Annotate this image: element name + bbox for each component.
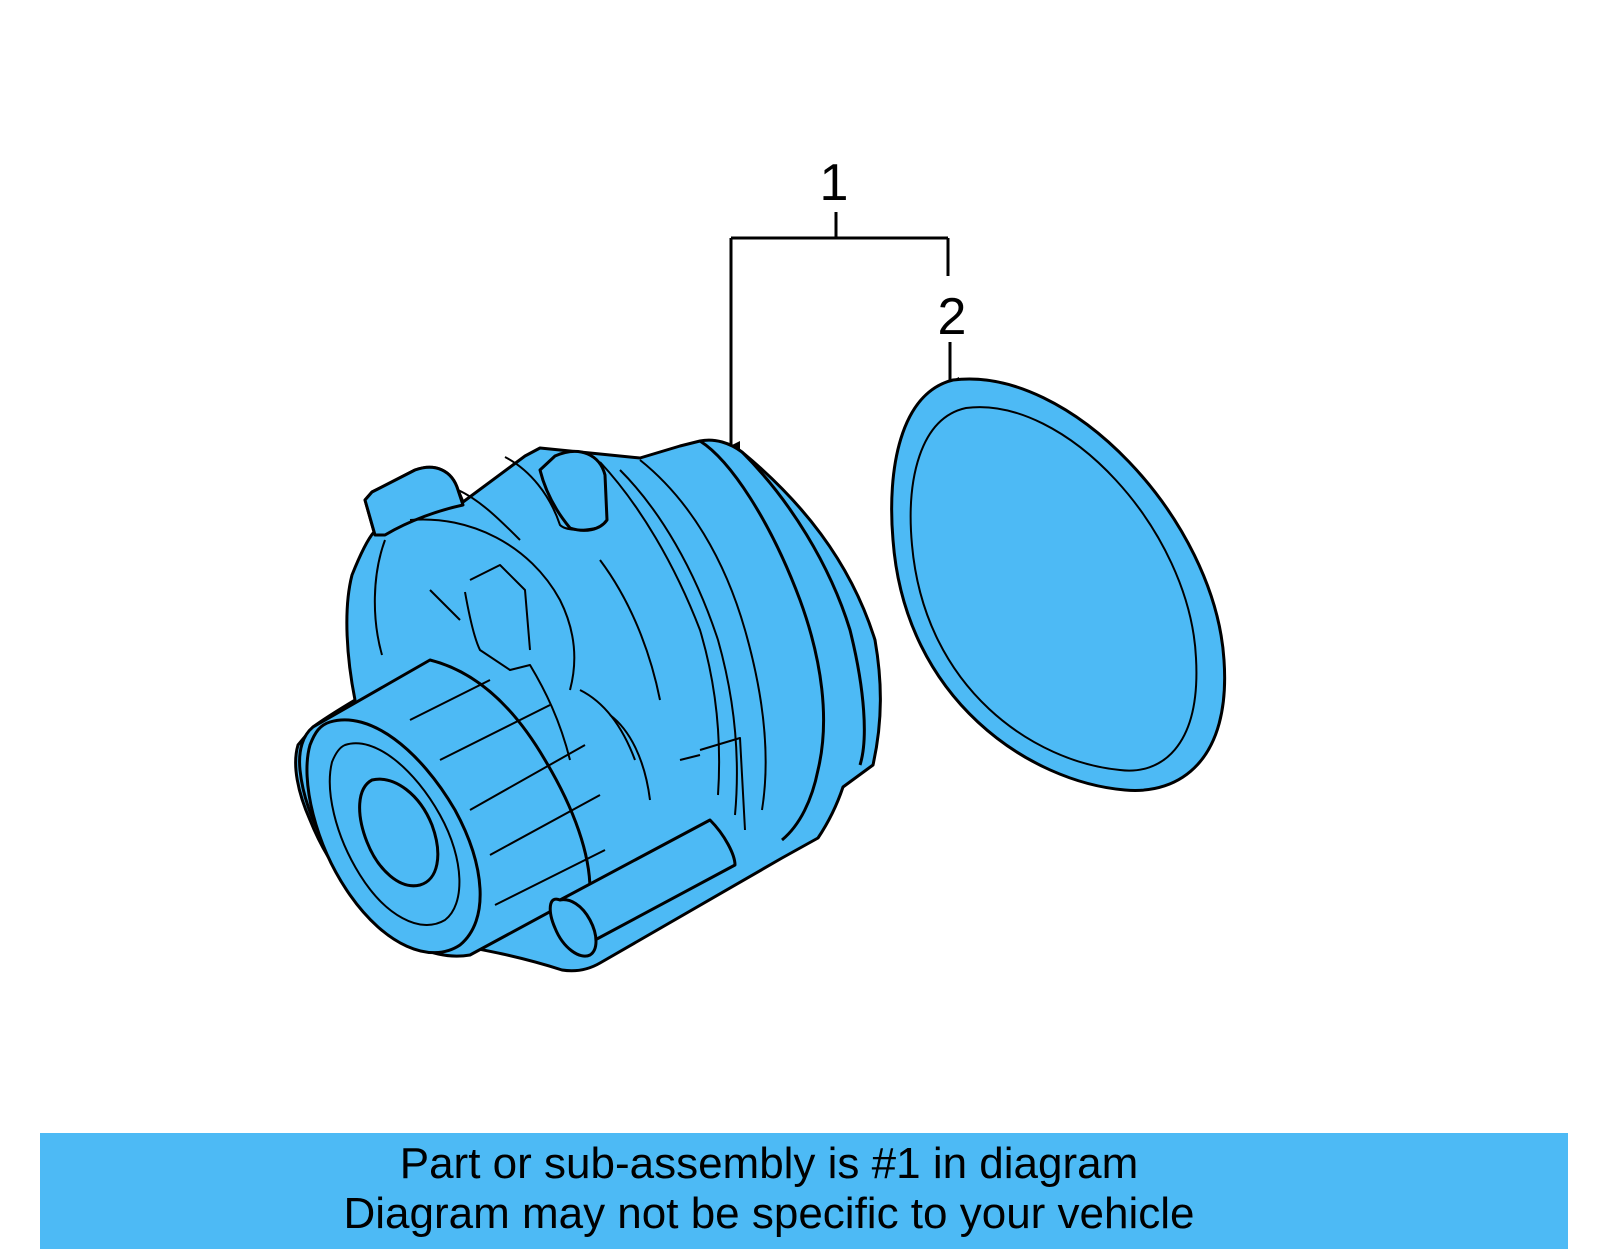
callout-2-label: 2 (938, 288, 967, 346)
banner-line-2: Diagram may not be specific to your vehi… (343, 1189, 1195, 1238)
info-banner: Part or sub-assembly is #1 in diagram Di… (40, 1133, 1568, 1249)
leader-line-1 (731, 212, 950, 276)
water-pump-part-1 (294, 438, 882, 973)
callout-1-label: 1 (820, 154, 849, 212)
leader-lines (729, 212, 959, 451)
gasket-part-2 (890, 377, 1227, 792)
parts-diagram: 1 2 (294, 154, 1227, 973)
banner-line-1: Part or sub-assembly is #1 in diagram (399, 1139, 1139, 1188)
